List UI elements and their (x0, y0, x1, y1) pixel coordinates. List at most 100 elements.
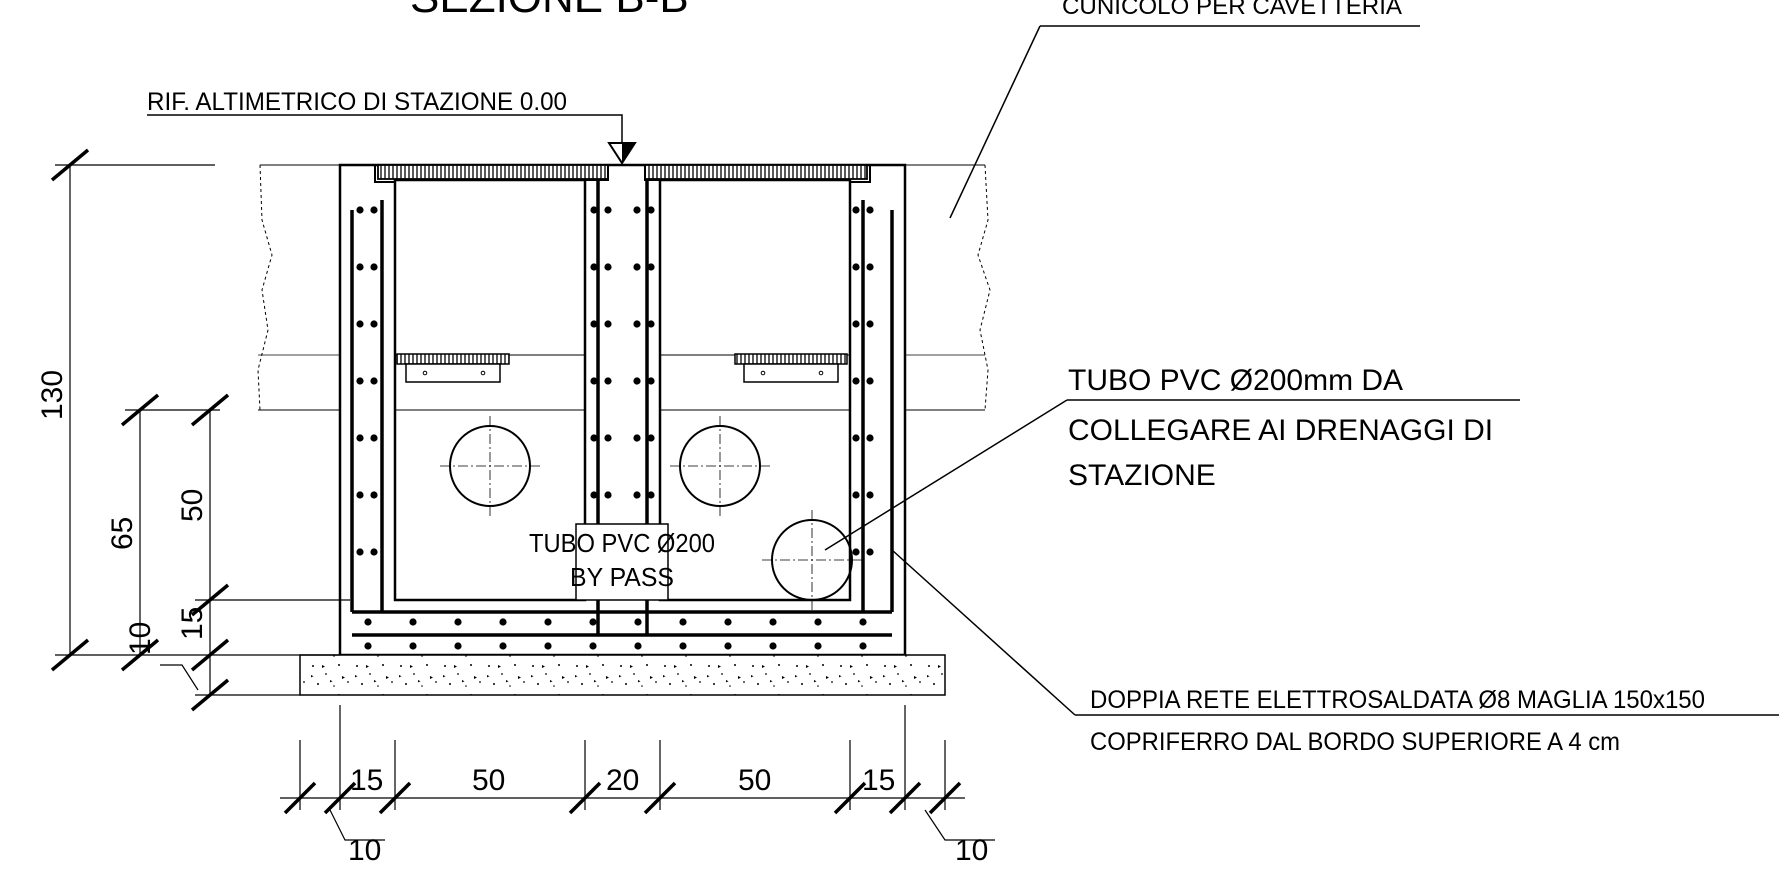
rebar-dot (370, 377, 378, 385)
rebar-dot (647, 320, 655, 328)
rebar-dot (679, 642, 687, 650)
dim-v-65: 65 (106, 517, 139, 550)
rebar-dot (370, 206, 378, 214)
rebar-dot (370, 320, 378, 328)
rebar-dot (679, 618, 687, 626)
rebar-dot (590, 206, 598, 214)
dim-h-10-right: 10 (955, 834, 988, 867)
left-cell (393, 178, 587, 602)
vertical-ticks (50, 148, 230, 712)
dim-h-50-right: 50 (738, 764, 771, 797)
rebar-dot (866, 206, 874, 214)
ground-right (905, 164, 991, 411)
dim-v-15: 15 (176, 607, 209, 640)
ground-left (257, 164, 340, 411)
rebar-dot (544, 618, 552, 626)
rebar-dot (647, 491, 655, 499)
tubo-text-2: COLLEGARE AI DRENAGGI DI (1068, 414, 1493, 447)
rebar-dot (866, 320, 874, 328)
rebar-dot (604, 377, 612, 385)
rebar-dot (356, 434, 364, 442)
rebar-dot (724, 618, 732, 626)
drain-leader (824, 399, 1068, 551)
rebar-dot (634, 618, 642, 626)
lean-concrete-base (299, 654, 946, 696)
rebar-dot (356, 491, 364, 499)
rebar-dot (633, 320, 641, 328)
dim-v-10: 10 (124, 622, 157, 655)
rebar-dot (866, 377, 874, 385)
dim-h-15-right: 15 (862, 764, 895, 797)
rebar-dot (499, 642, 507, 650)
rebar-dot (633, 377, 641, 385)
rebar-dot (356, 206, 364, 214)
rebar-dot (590, 377, 598, 385)
rebar-dot (866, 263, 874, 271)
rebar-dot (409, 642, 417, 650)
rebar-dot (454, 642, 462, 650)
pipe-drain (762, 510, 862, 610)
rif-text: RIF. ALTIMETRICO DI STAZIONE 0.00 (147, 88, 567, 116)
rebar-dot (769, 642, 777, 650)
rete-text-2: COPRIFERRO DAL BORDO SUPERIORE A 4 cm (1090, 728, 1620, 756)
cunicolo-text: CUNICOLO PER CAVETTERIA (1062, 0, 1402, 20)
drain-pipe-callout: TUBO PVC Ø200mm DA COLLEGARE AI DRENAGGI… (824, 364, 1520, 551)
pipe-middle-right (670, 416, 770, 516)
rebar-dot (370, 434, 378, 442)
rebar-dot (859, 642, 867, 650)
rebar-dot (633, 434, 641, 442)
vertical-dimensions (55, 164, 350, 696)
horizontal-ticks (283, 781, 962, 815)
rebar-dot (499, 618, 507, 626)
rebar-dot (454, 618, 462, 626)
right-cell (658, 178, 852, 602)
rebar-dot (647, 206, 655, 214)
rebar-dot (604, 206, 612, 214)
dim-h-20: 20 (606, 764, 639, 797)
rebar-dot (590, 491, 598, 499)
dim-v-50: 50 (176, 489, 209, 522)
rebar-dot (590, 434, 598, 442)
rebar-dot (604, 491, 612, 499)
rebar-dot (866, 491, 874, 499)
cunicolo-label: CUNICOLO PER CAVETTERIA (949, 0, 1420, 219)
rebar-dot (634, 642, 642, 650)
dim-h-15-left: 15 (350, 764, 383, 797)
rebar-dot (633, 263, 641, 271)
rebar-dot (356, 377, 364, 385)
conduit-structure (338, 163, 907, 657)
rebar-dot (370, 491, 378, 499)
rebar-leader (891, 549, 1076, 716)
rebar-dot (769, 618, 777, 626)
rete-text-1: DOPPIA RETE ELETTROSALDATA Ø8 MAGLIA 150… (1090, 686, 1705, 714)
bypass-label: TUBO PVC Ø200 BY PASS (529, 523, 715, 601)
rebar-dot (852, 206, 860, 214)
rebar-dot (589, 618, 597, 626)
shelf-left (396, 353, 510, 383)
rebar-dot (633, 206, 641, 214)
rebar-dot (356, 263, 364, 271)
rebar-dot (364, 642, 372, 650)
rebar-dot (647, 434, 655, 442)
rebar-dot (604, 434, 612, 442)
rebar-dot (647, 377, 655, 385)
rebar-dot (814, 618, 822, 626)
rebar-dot (866, 548, 874, 556)
rebar-dot (604, 320, 612, 328)
rebar-dot (859, 618, 867, 626)
top-grate-left (377, 164, 609, 180)
pipe-left (440, 416, 540, 516)
bypass-text-2: BY PASS (570, 562, 674, 592)
dim-v-130: 130 (36, 370, 69, 420)
rebar-dot (370, 263, 378, 271)
tubo-text-1: TUBO PVC Ø200mm DA (1068, 364, 1403, 397)
rebar-callout: DOPPIA RETE ELETTROSALDATA Ø8 MAGLIA 150… (891, 549, 1779, 756)
rebar-dot (604, 263, 612, 271)
rebar-dot (364, 618, 372, 626)
rebar-dot (409, 618, 417, 626)
bypass-text-1: TUBO PVC Ø200 (529, 528, 715, 558)
rebar-dot (852, 434, 860, 442)
rebar-dot (852, 263, 860, 271)
rebar-dot (852, 491, 860, 499)
